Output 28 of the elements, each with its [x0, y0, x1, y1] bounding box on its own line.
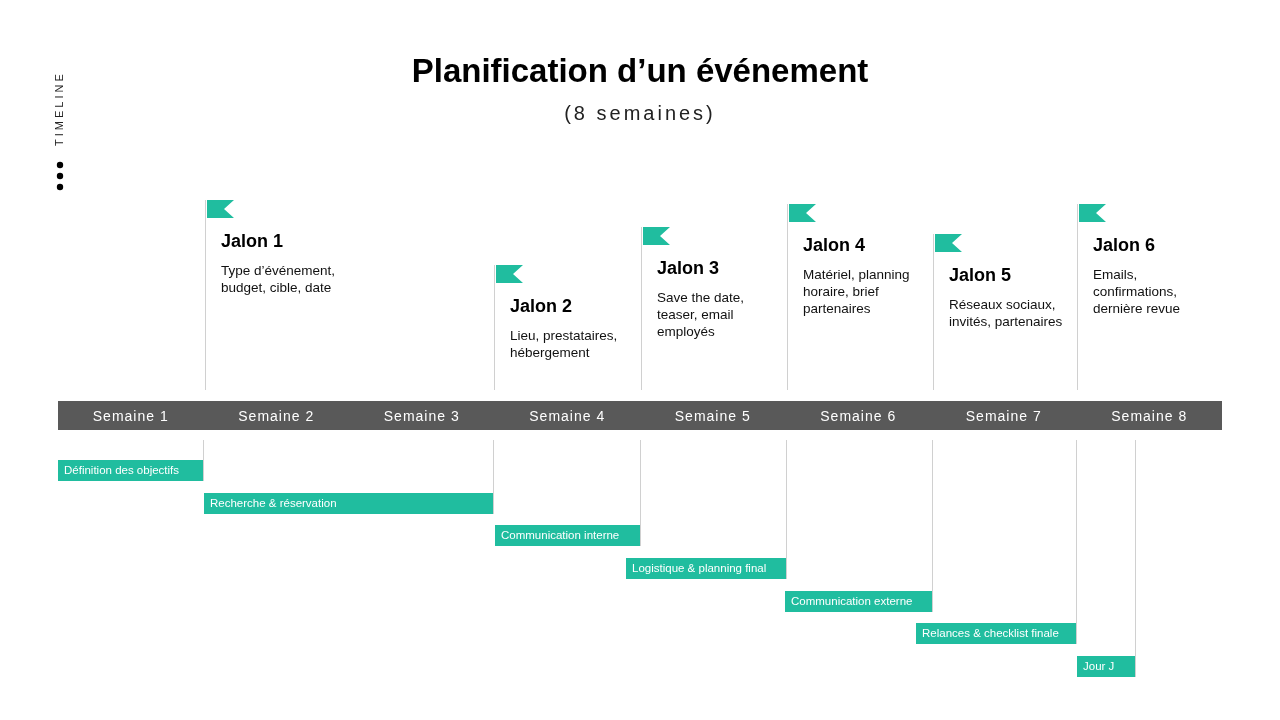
week-label: Semaine 2: [238, 407, 315, 424]
side-label: TIMELINE: [53, 71, 65, 146]
milestone-heading: Jalon 2: [510, 296, 573, 317]
milestone-heading: Jalon 4: [803, 235, 866, 256]
week-label: Semaine 7: [965, 407, 1042, 424]
task-bar: Définition des objectifs: [58, 460, 203, 481]
task-bar: Logistique & planning final: [626, 558, 786, 579]
week-label: Semaine 1: [92, 407, 169, 424]
task-bar: Jour J: [1077, 656, 1135, 677]
task-bar: Communication externe: [785, 591, 932, 612]
task-bar: Communication interne: [495, 525, 640, 546]
milestone-description: Save the date, teaser, email employés: [657, 289, 746, 340]
milestone-heading: Jalon 5: [949, 265, 1012, 286]
week-label: Semaine 5: [674, 407, 751, 424]
milestone-description: Lieu, prestataires, hébergement: [510, 327, 619, 361]
task-bar: Recherche & réservation: [204, 493, 493, 514]
week-label: Semaine 6: [820, 407, 897, 424]
milestone-description: Réseaux sociaux, invités, partenaires: [949, 296, 1064, 330]
week-label: Semaine 3: [383, 407, 460, 424]
milestone-heading: Jalon 1: [221, 231, 284, 252]
week-label: Semaine 4: [529, 407, 606, 424]
week-label: Semaine 8: [1111, 407, 1188, 424]
milestone-heading: Jalon 6: [1093, 235, 1156, 256]
milestone-heading: Jalon 3: [657, 258, 720, 279]
milestone-description: Emails, confirmations, dernière revue: [1093, 266, 1182, 317]
task-bar: Relances & checklist finale: [916, 623, 1076, 644]
milestone-description: Type d’événement, budget, cible, date: [221, 262, 337, 296]
milestone-description: Matériel, planning horaire, brief partenaires: [803, 266, 911, 317]
